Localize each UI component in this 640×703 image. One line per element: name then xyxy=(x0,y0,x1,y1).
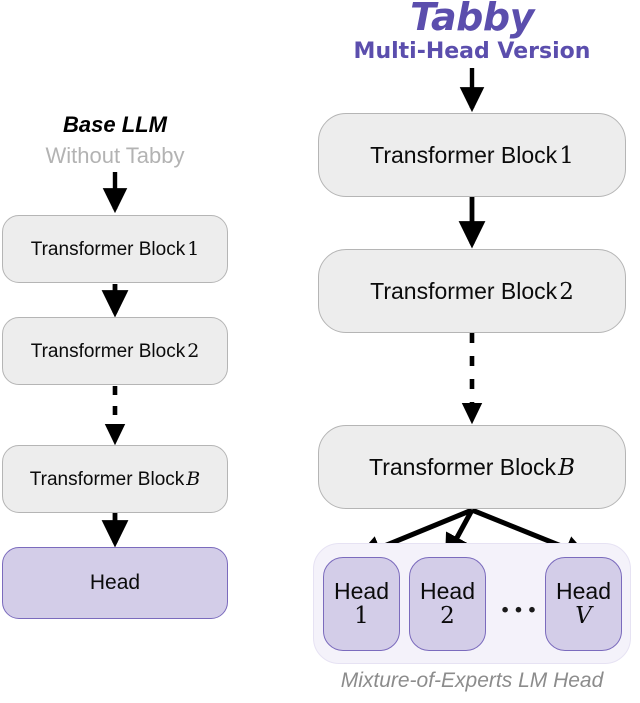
moe-caption: Mixture-of-Experts LM Head xyxy=(340,669,604,692)
right-head-1-index: 1 xyxy=(354,603,369,629)
right-block-1-label: Transformer Block1 xyxy=(370,141,574,169)
right-block-b-label: Transformer BlockB xyxy=(369,453,575,481)
right-head-v[interactable]: Head V xyxy=(545,557,622,651)
right-transformer-block-1[interactable]: Transformer Block1 xyxy=(318,113,626,197)
right-head-2-index: 2 xyxy=(440,603,455,629)
base-llm-subtitle: Without Tabby xyxy=(45,143,185,168)
right-head-2[interactable]: Head 2 xyxy=(409,557,486,651)
right-head-2-label: Head xyxy=(420,578,475,605)
right-transformer-block-2[interactable]: Transformer Block2 xyxy=(318,249,626,333)
right-block-2-label: Transformer Block2 xyxy=(370,277,574,305)
right-head-1-label: Head xyxy=(334,578,389,605)
right-head-1[interactable]: Head 1 xyxy=(323,557,400,651)
tabby-subtitle: Multi-Head Version xyxy=(353,39,591,64)
base-llm-title: Base LLM xyxy=(63,112,167,137)
right-transformer-block-b[interactable]: Transformer BlockB xyxy=(318,425,626,509)
tabby-title: Tabby xyxy=(410,0,534,39)
left-head-label: Head xyxy=(89,571,141,594)
left-head-node[interactable]: Head xyxy=(2,547,228,619)
right-head-v-index: V xyxy=(575,603,592,629)
heads-ellipsis: ... xyxy=(499,585,541,620)
right-head-v-label: Head xyxy=(556,578,611,605)
